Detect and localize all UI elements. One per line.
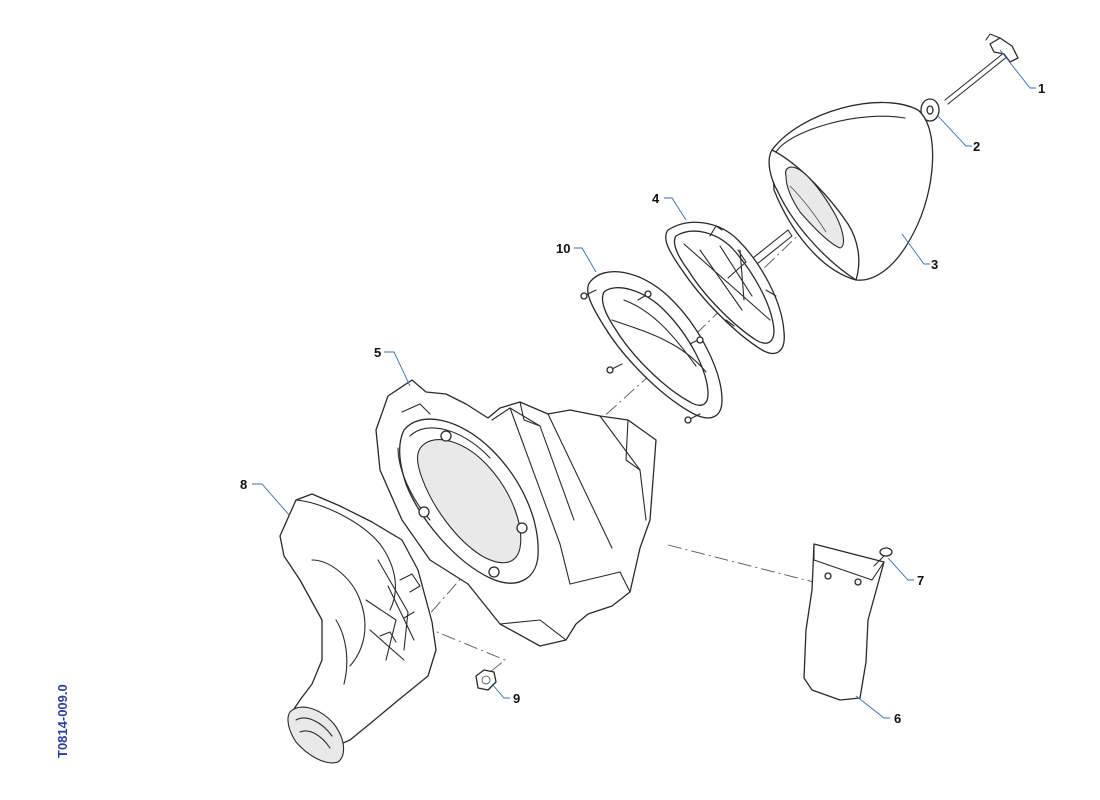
part-7-screw [873, 547, 893, 567]
leader-5 [384, 351, 411, 387]
callout-5: 5 [374, 345, 381, 360]
document-id: T0814-009.0 [55, 684, 70, 758]
leader-7 [887, 557, 914, 581]
leader-9 [491, 683, 510, 699]
part-5-airbox-housing [375, 379, 657, 647]
leader-lines [252, 49, 1036, 719]
callout-6: 6 [894, 711, 901, 726]
callout-8: 8 [240, 477, 247, 492]
part-3-foam-filter [768, 101, 934, 281]
leader-3 [901, 233, 930, 265]
leader-4 [664, 197, 687, 221]
leader-8 [252, 483, 291, 517]
part-10-gasket-plate [580, 271, 723, 424]
callout-2: 2 [973, 139, 980, 154]
part-9-nut [475, 669, 497, 691]
part-6-mud-flap [803, 543, 885, 701]
part-8-intake-boot [279, 493, 437, 764]
callout-labels: 1 2 3 4 5 6 7 8 9 10 [240, 81, 1045, 726]
part-1-wing-bolt [944, 33, 1019, 105]
part-4-filter-cage [665, 221, 793, 355]
callout-3: 3 [931, 257, 938, 272]
gasket-studs [580, 289, 704, 424]
callout-9: 9 [513, 691, 520, 706]
callout-4: 4 [652, 191, 660, 206]
callout-7: 7 [917, 573, 924, 588]
leader-1 [999, 49, 1036, 89]
callout-10: 10 [556, 241, 570, 256]
leader-6 [855, 695, 890, 719]
leader-2 [937, 115, 972, 147]
callout-1: 1 [1038, 81, 1045, 96]
leader-10 [574, 247, 597, 273]
part-2-washer [920, 98, 940, 122]
